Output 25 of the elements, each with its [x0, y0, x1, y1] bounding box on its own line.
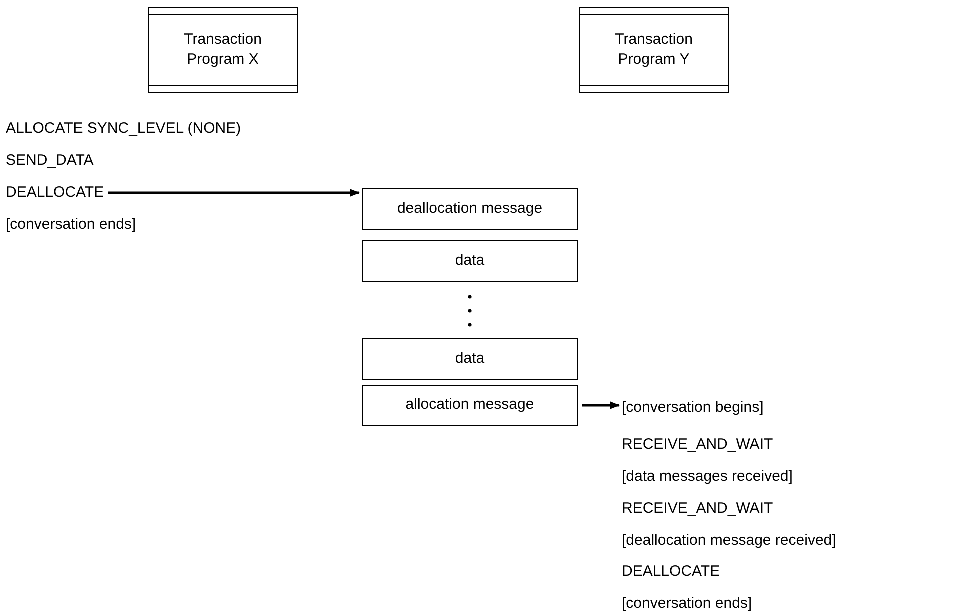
message-box: [362, 385, 578, 426]
verb-text: [conversation begins]: [622, 397, 764, 419]
message-label: data: [455, 348, 485, 369]
verb-text: [conversation ends]: [6, 215, 136, 235]
program-box: [579, 7, 729, 93]
verb-text: [data messages received]: [622, 467, 793, 487]
verb-text: DEALLOCATE: [622, 562, 720, 582]
program-box: [148, 7, 298, 93]
arrow: [582, 402, 620, 410]
message-label: deallocation message: [397, 198, 543, 219]
verb-text: DEALLOCATE: [6, 182, 104, 204]
program-name: Transaction Program Y: [614, 30, 694, 70]
message-label: allocation message: [406, 395, 534, 416]
message-box: [362, 338, 578, 380]
program-name: Transaction Program X: [183, 30, 263, 70]
verb-text: RECEIVE_AND_WAIT: [622, 499, 774, 519]
message-label: data: [455, 250, 485, 271]
verb-text: ALLOCATE SYNC_LEVEL (NONE): [6, 119, 242, 139]
verb-text: [conversation ends]: [622, 594, 752, 614]
verb-text: RECEIVE_AND_WAIT: [622, 435, 774, 455]
arrow: [108, 189, 360, 197]
verb-text: SEND_DATA: [6, 151, 94, 171]
verb-text: [deallocation message received]: [622, 531, 836, 551]
message-box: [362, 240, 578, 282]
message-box: [362, 188, 578, 230]
